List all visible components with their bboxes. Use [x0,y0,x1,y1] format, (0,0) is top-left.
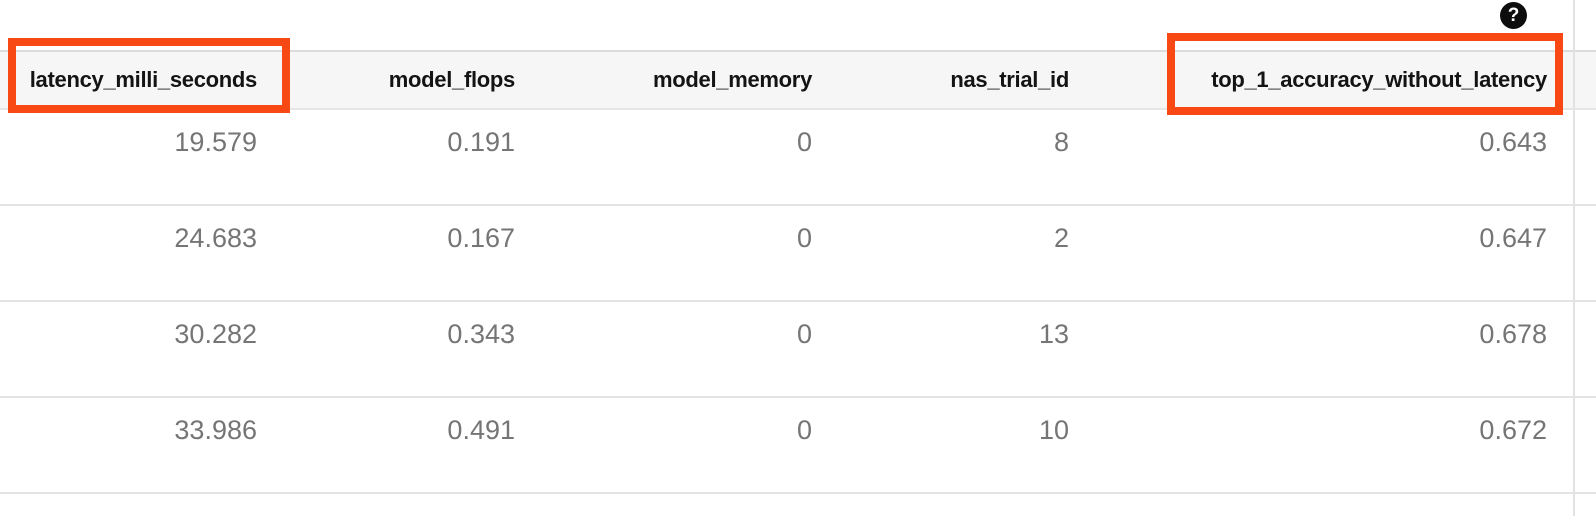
cell-stub [1573,397,1596,494]
cell-accuracy: 0.647 [1082,205,1573,302]
cell-trial-id: 8 [825,109,1082,206]
table-row: 30.282 0.343 0 13 0.678 [0,301,1596,398]
column-header-model-memory[interactable]: model_memory [528,50,825,110]
cell-accuracy: 0.678 [1082,301,1573,398]
help-icon[interactable]: ? [1500,2,1527,29]
cell-accuracy: 0.672 [1082,397,1573,494]
cell-trial-id: 2 [825,205,1082,302]
cell-accuracy: 0.643 [1082,109,1573,206]
column-header-nas-trial-id[interactable]: nas_trial_id [825,50,1082,110]
table-row: 19.579 0.191 0 8 0.643 [0,109,1596,206]
cell-latency: 30.282 [0,301,270,398]
help-icon-glyph: ? [1507,5,1520,26]
cell-memory: 0 [528,301,825,398]
column-header-top-1-accuracy-without-latency[interactable]: top_1_accuracy_without_latency [1082,50,1573,110]
trials-table: latency_milli_seconds model_flops model_… [0,50,1596,511]
column-header-latency-milli-seconds[interactable]: latency_milli_seconds [0,50,270,110]
cell-flops: 0.191 [270,109,528,206]
cell-latency: 19.579 [0,109,270,206]
table-row-partial [0,493,1596,511]
cell-flops: 0.491 [270,397,528,494]
cell-flops: 0.167 [270,205,528,302]
cell-stub [1573,301,1596,398]
cell-latency: 33.986 [0,397,270,494]
table-header-row: latency_milli_seconds model_flops model_… [0,50,1596,110]
cell-trial-id: 13 [825,301,1082,398]
table-right-border [1573,0,1575,516]
cell-memory: 0 [528,397,825,494]
column-header-stub [1573,50,1596,110]
cell-flops: 0.343 [270,301,528,398]
cell-memory: 0 [528,205,825,302]
cell-latency: 24.683 [0,205,270,302]
cell-stub [1573,205,1596,302]
cell-trial-id: 10 [825,397,1082,494]
column-header-model-flops[interactable]: model_flops [270,50,528,110]
table-row: 24.683 0.167 0 2 0.647 [0,205,1596,302]
cell-memory: 0 [528,109,825,206]
cell-stub [1573,109,1596,206]
table-row: 33.986 0.491 0 10 0.672 [0,397,1596,494]
